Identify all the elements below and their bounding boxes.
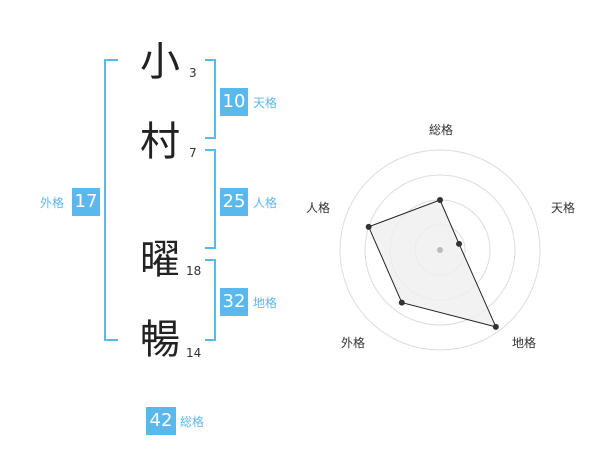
name-char-4: 暢 [140, 317, 180, 363]
jinkaku-label: 人格 [253, 196, 278, 210]
radar-point-5 [365, 223, 372, 230]
radar-ring [364, 174, 516, 326]
name-char-2: 村 [140, 119, 180, 165]
radar-label-jinkaku: 人格 [305, 201, 330, 215]
radar-label-chikaku: 地格 [511, 336, 536, 350]
soukaku-value: 42 [146, 407, 176, 435]
radar-point-3 [492, 323, 499, 330]
radar-label-soukaku: 総格 [428, 123, 453, 137]
stroke-count-3: 18 [186, 264, 202, 278]
chikaku-bracket [205, 259, 216, 341]
gaikaku-value: 17 [72, 188, 100, 216]
name-char-1: 小 [140, 39, 180, 85]
stroke-count-4: 14 [186, 346, 202, 360]
stroke-count-2: 7 [189, 146, 197, 160]
gaikaku-bracket [104, 59, 118, 341]
radar-label-tenkaku: 天格 [550, 201, 575, 215]
tenkaku-value: 10 [220, 88, 248, 116]
soukaku-label: 総格 [180, 415, 205, 429]
jinkaku-value: 25 [220, 188, 248, 216]
jinkaku-bracket [205, 149, 216, 249]
radar-polygon [368, 199, 497, 328]
chikaku-label: 地格 [253, 296, 278, 310]
gaikaku-label: 外格 [40, 196, 65, 210]
radar-label-gaikaku: 外格 [340, 336, 365, 350]
radar-chart [339, 149, 541, 351]
tenkaku-label: 天格 [253, 96, 278, 110]
radar-point-4 [398, 299, 405, 306]
radar-center [437, 247, 443, 253]
chikaku-value: 32 [220, 288, 248, 316]
radar-point-1 [437, 197, 443, 203]
radar-ring [339, 149, 541, 351]
tenkaku-bracket [205, 59, 216, 139]
radar-point-2 [456, 240, 463, 247]
stroke-count-1: 3 [189, 66, 197, 80]
name-char-3: 曜 [140, 237, 180, 283]
